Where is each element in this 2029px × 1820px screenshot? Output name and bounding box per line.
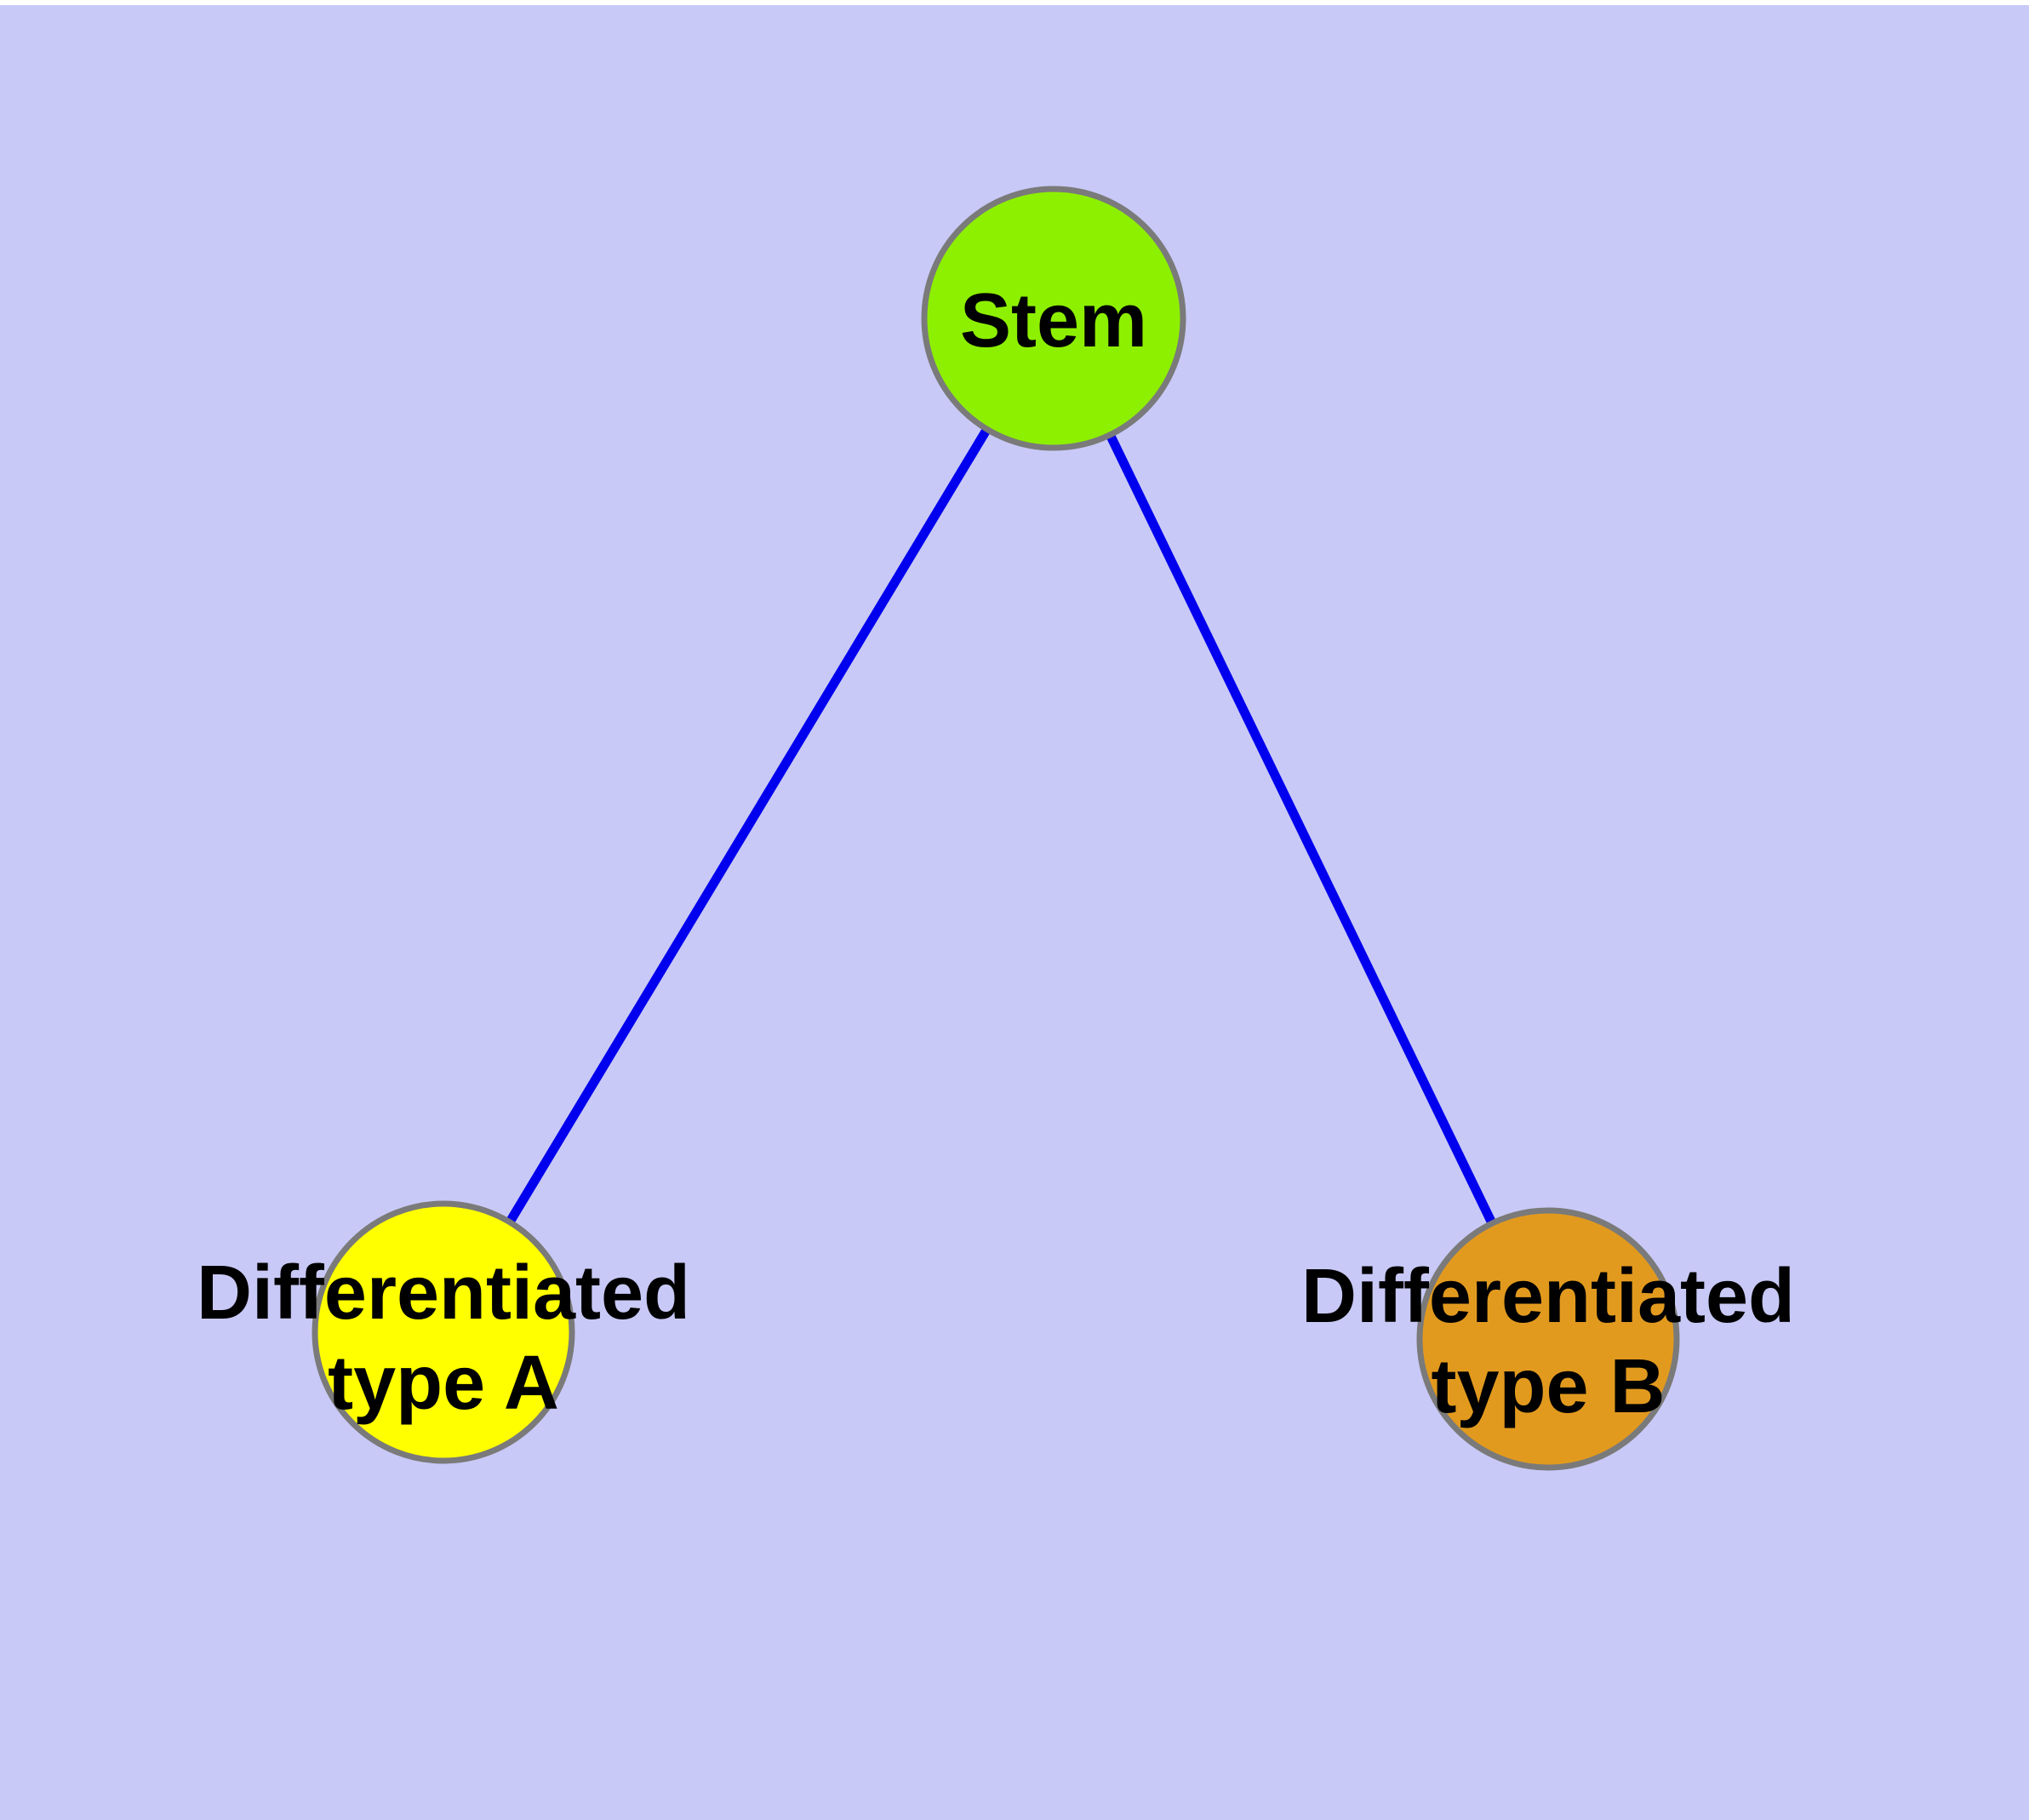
edge-stem-to-type-a <box>439 316 1058 1335</box>
node-type-b-label-line1: Differentiated <box>1301 1254 1795 1339</box>
node-type-b-circle <box>1416 1207 1680 1471</box>
node-type-a-label-line1: Differentiated <box>197 1251 690 1336</box>
node-stem-label: Stem <box>960 278 1147 363</box>
node-type-b-label-line2: type B <box>1431 1344 1665 1429</box>
edge-stem-to-type-b <box>1049 316 1552 1342</box>
node-stem-circle <box>921 186 1186 451</box>
top-margin-strip <box>0 0 2029 5</box>
node-type-a-circle <box>311 1200 575 1464</box>
node-type-a-label-line2: type A <box>328 1341 559 1426</box>
